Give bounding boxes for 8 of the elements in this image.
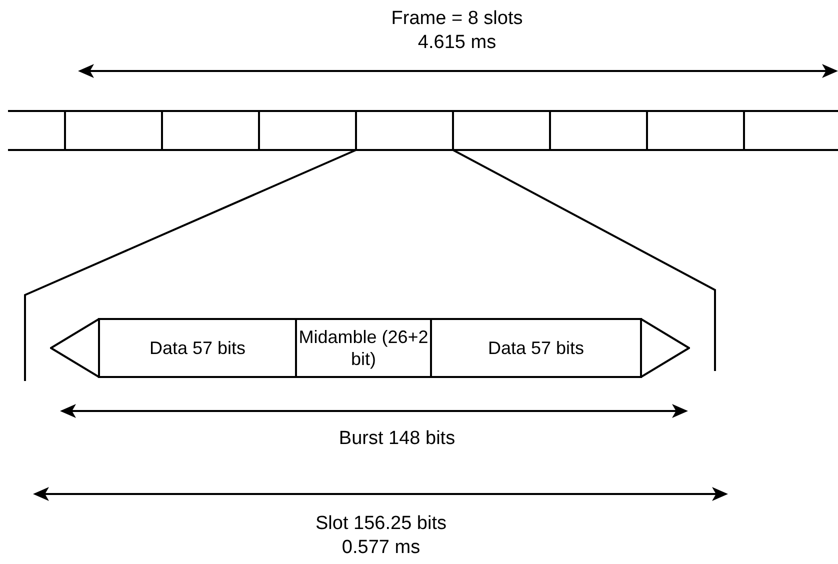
dimension-label: 0.577 ms <box>342 537 420 559</box>
tail-triangle <box>50 318 100 378</box>
dimension-label: Burst 148 bits <box>338 428 456 450</box>
dimension-label: 4.615 ms <box>418 32 496 54</box>
dimension-label: Slot 156.25 bits <box>316 513 446 535</box>
dimension-label: Frame = 8 slots <box>391 8 523 30</box>
midamble-box: Midamble (26+2 bit) <box>295 318 432 378</box>
tail-triangle <box>640 318 690 378</box>
